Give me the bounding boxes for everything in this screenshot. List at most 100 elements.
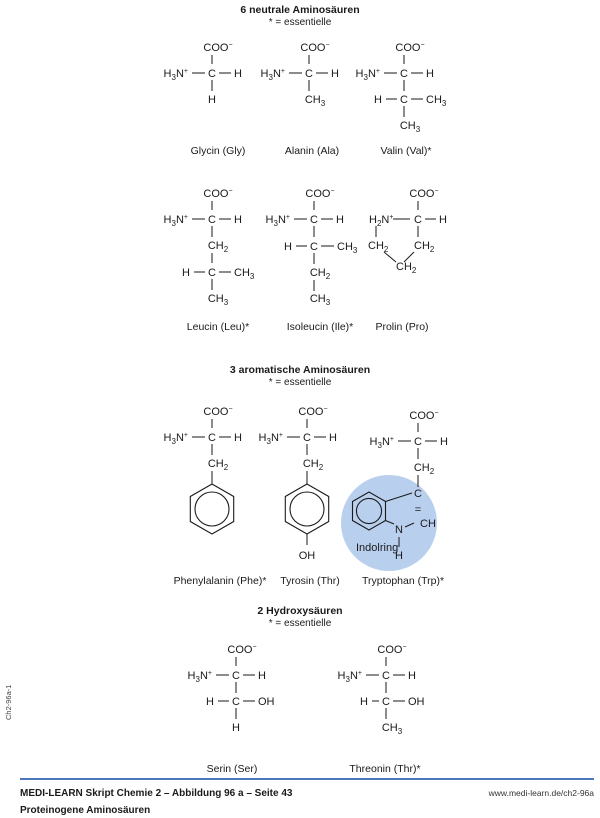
ammonium-label: H3N+ (188, 670, 212, 684)
carboxylate-label: COO− (203, 188, 232, 200)
bond-ring (383, 251, 397, 263)
alpha-carbon-label: C (208, 68, 216, 80)
hydrogen-label: H (208, 94, 216, 106)
methylene-label: CH2 (368, 240, 389, 254)
amino-acid-name-tyrosin: Tyrosin (Thr) (280, 575, 340, 587)
amino-acid-name-tryptophan: Tryptophan (Trp)* (362, 575, 444, 587)
methyl-label: CH3 (337, 241, 358, 255)
section-neutral-heading: 6 neutrale Aminosäuren * = essentielle (240, 4, 359, 28)
hydrogen-label: H (206, 696, 214, 708)
ammonium-label: H3N+ (164, 214, 188, 228)
alpha-carbon-label: C (310, 214, 318, 226)
section-title: 2 Hydroxysäuren (257, 605, 342, 617)
hydroxyl-label: OH (258, 696, 275, 708)
double-bond: = (415, 504, 421, 516)
section-note: * = essentielle (269, 377, 332, 388)
alpha-carbon-label: C (400, 68, 408, 80)
methylene-label: CH2 (414, 240, 435, 254)
methylene-label: CH2 (396, 261, 417, 275)
methyl-label: CH3 (305, 94, 326, 108)
methyl-label: CH3 (234, 267, 255, 281)
ammonium-label: H3N+ (356, 68, 380, 82)
hydrogen-label: H (234, 432, 242, 444)
ammonium-label: H3N+ (164, 432, 188, 446)
nitrogen-label: N (395, 524, 403, 536)
hydrogen-label: H (336, 214, 344, 226)
carboxylate-label: COO− (300, 42, 329, 54)
methyl-label: CH3 (426, 94, 447, 108)
hydrogen-label: H (360, 696, 368, 708)
methylene-label: CH2 (208, 458, 229, 472)
ammonium-label: H2N+ (369, 214, 393, 228)
carbon-label: C (382, 696, 390, 708)
hydrogen-label: H (258, 670, 266, 682)
hydroxyl-label: OH (408, 696, 425, 708)
footer-title: MEDI-LEARN Skript Chemie 2 – Abbildung 9… (20, 788, 293, 799)
section-title: 3 aromatische Aminosäuren (230, 364, 370, 376)
section-note: * = essentielle (269, 17, 332, 28)
alpha-carbon-label: C (303, 432, 311, 444)
carbon-label: C (400, 94, 408, 106)
methyl-label: CH3 (382, 722, 403, 736)
amino-acid-name-valin: Valin (Val)* (381, 145, 432, 157)
ammonium-label: H3N+ (370, 436, 394, 450)
hydroxyl-label: OH (299, 550, 316, 562)
amino-acid-name-phenylalanin: Phenylalanin (Phe)* (174, 575, 267, 587)
carbon-label: C (208, 267, 216, 279)
ammonium-label: H3N+ (259, 432, 283, 446)
carboxylate-label: COO− (377, 644, 406, 656)
hydrogen-label: H (329, 432, 337, 444)
amino-acid-name-threonin: Threonin (Thr)* (349, 763, 420, 775)
carbon-label: C (310, 241, 318, 253)
carboxylate-label: COO− (409, 410, 438, 422)
bond-ring (385, 492, 413, 502)
methylene-label: CH2 (303, 458, 324, 472)
alpha-carbon-label: C (382, 670, 390, 682)
amino-acid-name-glycin: Glycin (Gly) (191, 145, 246, 157)
methyl-label: CH3 (208, 293, 229, 307)
side-figure-code: Ch2-96a-1 (4, 685, 13, 720)
methyl-label: CH3 (310, 293, 331, 307)
carboxylate-label: COO− (305, 188, 334, 200)
amino-acid-name-leucin: Leucin (Leu)* (187, 321, 249, 333)
section-hydroxy-heading: 2 Hydroxysäuren * = essentielle (257, 605, 342, 629)
aromatic-circle (289, 491, 325, 527)
carbon-label: C (414, 488, 422, 500)
carbon-label: C (232, 696, 240, 708)
amino-acid-name-prolin: Prolin (Pro) (375, 321, 428, 333)
bond-ring (403, 251, 415, 263)
footer-url-link[interactable]: www.medi-learn.de/ch2-96a (488, 788, 595, 798)
ammonium-label: H3N+ (266, 214, 290, 228)
carboxylate-label: COO− (203, 42, 232, 54)
hydrogen-label: H (374, 94, 382, 106)
ammonium-label: H3N+ (164, 68, 188, 82)
amino-acid-name-alanin: Alanin (Ala) (285, 145, 339, 157)
footer-subtitle: Proteinogene Aminosäuren (20, 805, 150, 816)
ch-label: CH (420, 518, 436, 530)
hydrogen-label: H (331, 68, 339, 80)
hydrogen-label: H (439, 214, 447, 226)
carboxylate-label: COO− (409, 188, 438, 200)
methyl-label: CH3 (400, 120, 421, 134)
hydrogen-label: H (408, 670, 416, 682)
carboxylate-label: COO− (298, 406, 327, 418)
bond-ring (385, 520, 395, 525)
indol-ring-label: Indolring (356, 542, 398, 554)
hydrogen-label: H (182, 267, 190, 279)
methylene-label: CH2 (414, 462, 435, 476)
amino-acid-names: Glycin (Gly) Alanin (Ala) Valin (Val)* L… (174, 145, 444, 775)
hydrogen-label: H (395, 550, 403, 562)
alpha-carbon-label: C (414, 214, 422, 226)
section-aromatic-heading: 3 aromatische Aminosäuren * = essentiell… (230, 364, 370, 388)
carboxylate-label: COO− (227, 644, 256, 656)
phenyl-ring (189, 483, 235, 535)
